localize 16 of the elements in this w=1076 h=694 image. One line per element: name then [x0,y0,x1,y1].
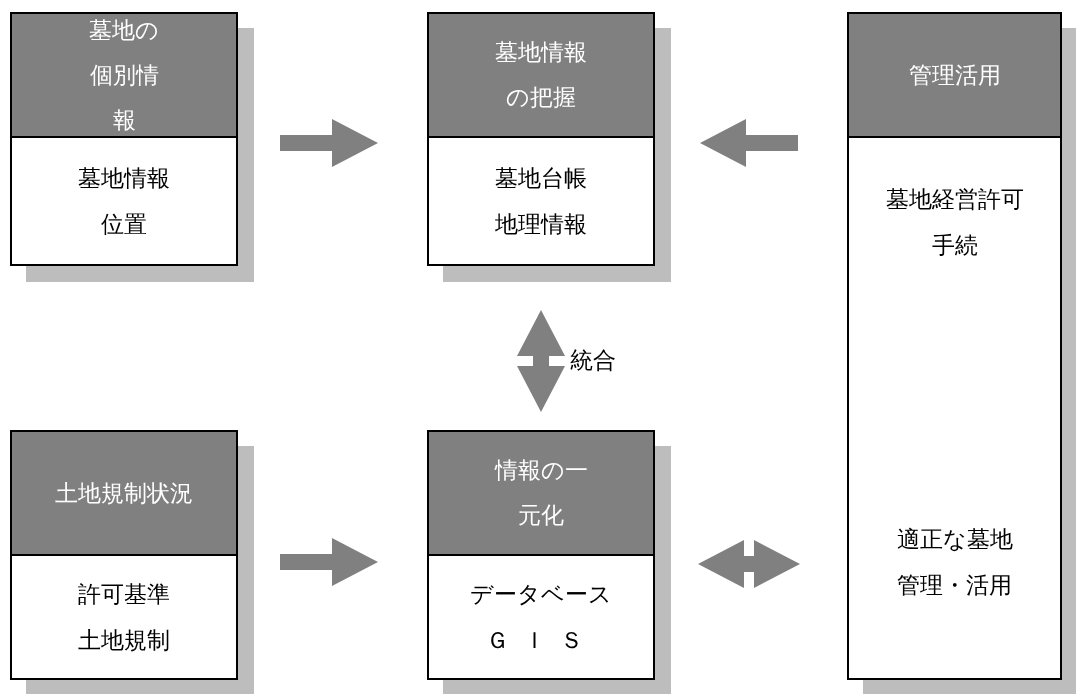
card-heading: 墓地の個別情報 [12,14,236,138]
block-arrow [698,540,800,588]
card-heading: 墓地情報の把握 [429,14,653,138]
card-heading: 情報の一元化 [429,432,653,556]
block-arrow [517,310,565,412]
card-text: 許可基準土地規制 [77,580,171,655]
card-text: 適正な墓地管理・活用 [895,525,1014,600]
card-text: データベースＧＩＳ [469,580,613,655]
block-arrow [280,538,378,586]
block-arrow [700,119,798,167]
block-arrow [280,119,378,167]
card-text: 墓地経営許可手続 [884,185,1025,260]
card-text: 墓地台帳地理情報 [494,164,588,239]
card-heading: 管理活用 [849,14,1060,138]
card-heading: 土地規制状況 [12,432,236,556]
card-text: 墓地情報位置 [77,164,171,239]
